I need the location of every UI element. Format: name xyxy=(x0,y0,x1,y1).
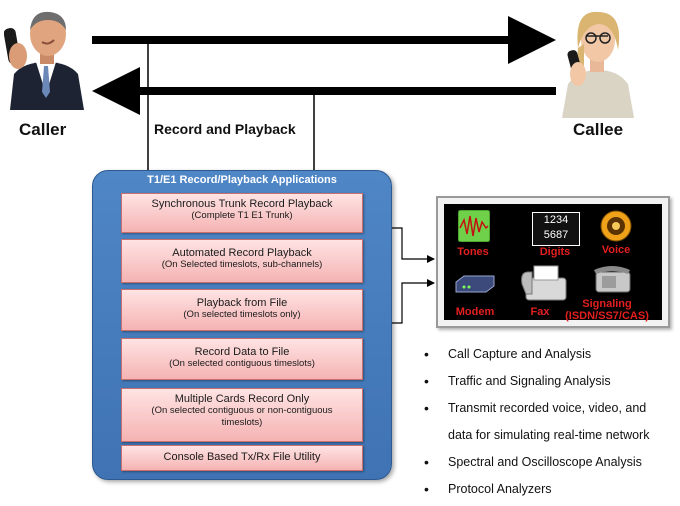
bullet-item: Call Capture and Analysis xyxy=(424,344,649,371)
digits-display-line: 1234 xyxy=(543,214,569,226)
applications-panel: T1/E1 Record/Playback Applications Synch… xyxy=(92,170,392,480)
tones-icon xyxy=(458,210,490,242)
app-box-subtitle: (On selected contiguous or non-contiguou… xyxy=(151,405,333,428)
digits-label: Digits xyxy=(539,246,571,258)
bullet-item: Protocol Analyzers xyxy=(424,479,649,506)
media-types-inner: Tones 1234 5687 Digits Voice Modem Fax xyxy=(444,204,662,322)
tap-dot-left xyxy=(144,36,152,44)
app-box-synchronous-trunk: Synchronous Trunk Record Playback (Compl… xyxy=(121,193,363,233)
callee-person-illustration xyxy=(562,11,634,118)
callee-label: Callee xyxy=(573,120,624,139)
bullet-item: Spectral and Oscilloscope Analysis xyxy=(424,452,649,479)
app-box-multiple-cards: Multiple Cards Record Only (On selected … xyxy=(121,388,363,442)
fax-icon xyxy=(521,265,567,301)
phone-icon xyxy=(594,266,631,293)
signaling-label-text: Signaling xyxy=(582,298,632,310)
app-box-title: Record Data to File xyxy=(194,346,290,358)
modem-label: Modem xyxy=(455,306,495,318)
app-box-title: Multiple Cards Record Only xyxy=(174,393,310,405)
app-box-title: Playback from File xyxy=(196,297,288,309)
bullet-item: Transmit recorded voice, video, and xyxy=(424,398,649,425)
app-box-title: Automated Record Playback xyxy=(172,247,312,259)
tap-dot-right xyxy=(310,87,318,95)
bullet-item-continuation: data for simulating real-time network xyxy=(448,428,650,442)
app-box-title: Console Based Tx/Rx File Utility xyxy=(163,451,321,463)
app-box-subtitle: (On Selected timeslots, sub-channels) xyxy=(161,259,323,270)
bullet-item: Traffic and Signaling Analysis xyxy=(424,371,649,398)
caller-person-illustration xyxy=(4,11,84,110)
speaker-icon xyxy=(600,210,632,242)
app-box-automated-record: Automated Record Playback (On Selected t… xyxy=(121,239,363,283)
app-box-record-data-file: Record Data to File (On selected contigu… xyxy=(121,338,363,380)
app-box-playback-file: Playback from File (On selected timeslot… xyxy=(121,289,363,331)
app-box-title: Synchronous Trunk Record Playback xyxy=(151,198,333,210)
digits-display: 1234 5687 xyxy=(532,212,580,246)
app-box-subtitle: (Complete T1 E1 Trunk) xyxy=(191,210,293,221)
app-box-subtitle: (On selected timeslots only) xyxy=(183,309,301,320)
modem-icon xyxy=(455,275,495,293)
tones-label: Tones xyxy=(457,246,489,258)
signaling-sub-label: (ISDN/SS7/CAS) xyxy=(565,310,649,322)
digits-display-line: 5687 xyxy=(543,229,569,241)
applications-panel-title: T1/E1 Record/Playback Applications xyxy=(147,174,337,186)
fax-label: Fax xyxy=(530,306,550,318)
signaling-label: Signaling (ISDN/SS7/CAS) xyxy=(556,298,658,322)
capabilities-bullet-list: Call Capture and Analysis Traffic and Si… xyxy=(424,344,649,506)
record-playback-label: Record and Playback xyxy=(154,121,296,137)
app-box-console-utility: Console Based Tx/Rx File Utility xyxy=(121,445,363,471)
app-box-subtitle: (On selected contiguous timeslots) xyxy=(169,358,315,369)
media-types-panel: Tones 1234 5687 Digits Voice Modem Fax xyxy=(436,196,670,328)
caller-label: Caller xyxy=(19,120,67,139)
voice-label: Voice xyxy=(601,244,631,256)
